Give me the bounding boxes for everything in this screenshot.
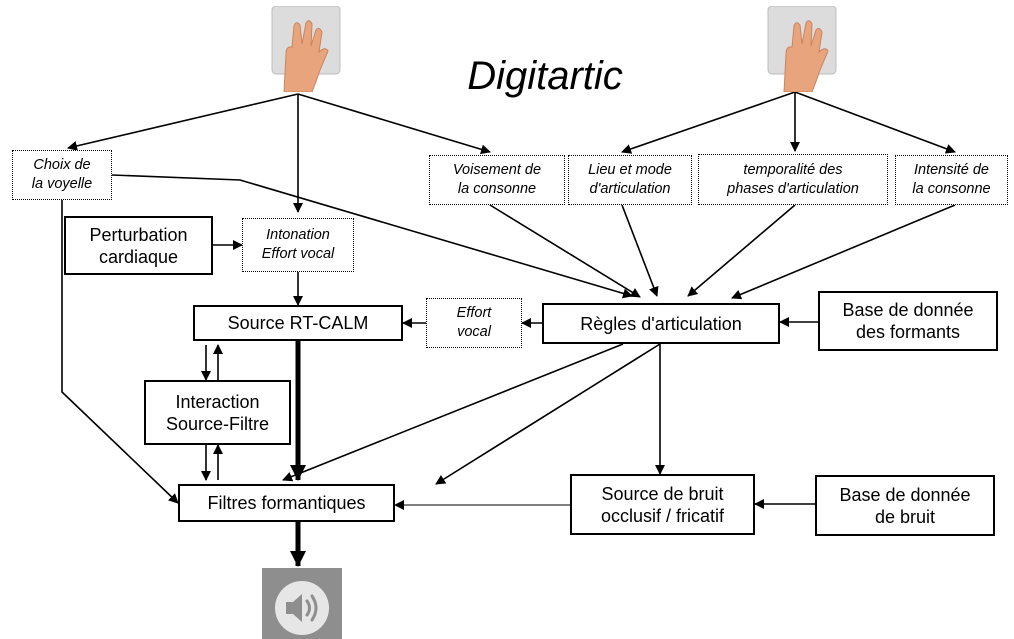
arrow-pad-to-lieu <box>621 91 796 154</box>
arrow-voisement-to-regles <box>489 204 641 298</box>
arrow-voyelle-to-filtres <box>61 200 179 504</box>
module-filtres: Filtres formantiques <box>178 484 395 522</box>
module-source-rtcalm: Source RT-CALM <box>193 305 403 341</box>
arrow-lieu-to-regles <box>621 204 659 297</box>
arrow-pad-to-voisement <box>297 93 491 155</box>
input-intensite: Intensité de la consonne <box>895 155 1008 205</box>
input-voisement: Voisement de la consonne <box>429 155 565 205</box>
module-source-bruit: Source de bruit occlusif / fricatif <box>570 474 755 535</box>
hand-on-touchpad-icon <box>767 6 837 92</box>
module-interaction: Interaction Source-Filtre <box>144 380 291 445</box>
module-base-bruit: Base de donnée de bruit <box>815 475 995 536</box>
hand-on-touchpad-icon <box>271 6 341 92</box>
input-temporalite: temporalité des phases d'articulation <box>698 154 888 205</box>
input-choix-voyelle: Choix de la voyelle <box>12 150 112 200</box>
input-intonation: Intonation Effort vocal <box>242 218 354 272</box>
module-perturbation: Perturbation cardiaque <box>64 216 213 275</box>
speaker-icon <box>262 568 342 639</box>
input-lieu-mode: Lieu et mode d'articulation <box>568 155 692 205</box>
arrow-intensite-to-regles <box>731 204 956 300</box>
arrow-pad-to-voyelle <box>67 93 299 151</box>
module-regles-articulation: Règles d'articulation <box>542 303 780 344</box>
input-effort-vocal: Effort vocal <box>426 298 522 348</box>
arrow-regles-to-filtres <box>435 343 661 485</box>
module-base-formants: Base de donnée des formants <box>818 291 998 351</box>
arrow-pad-to-intensite <box>794 91 956 154</box>
diagram-title: Digitartic <box>467 54 623 98</box>
arrow-temporalite-to-regles <box>687 204 796 297</box>
arrow-voyelle-to-regles <box>111 174 633 299</box>
arrow-regles-to-source-diag <box>282 343 624 482</box>
